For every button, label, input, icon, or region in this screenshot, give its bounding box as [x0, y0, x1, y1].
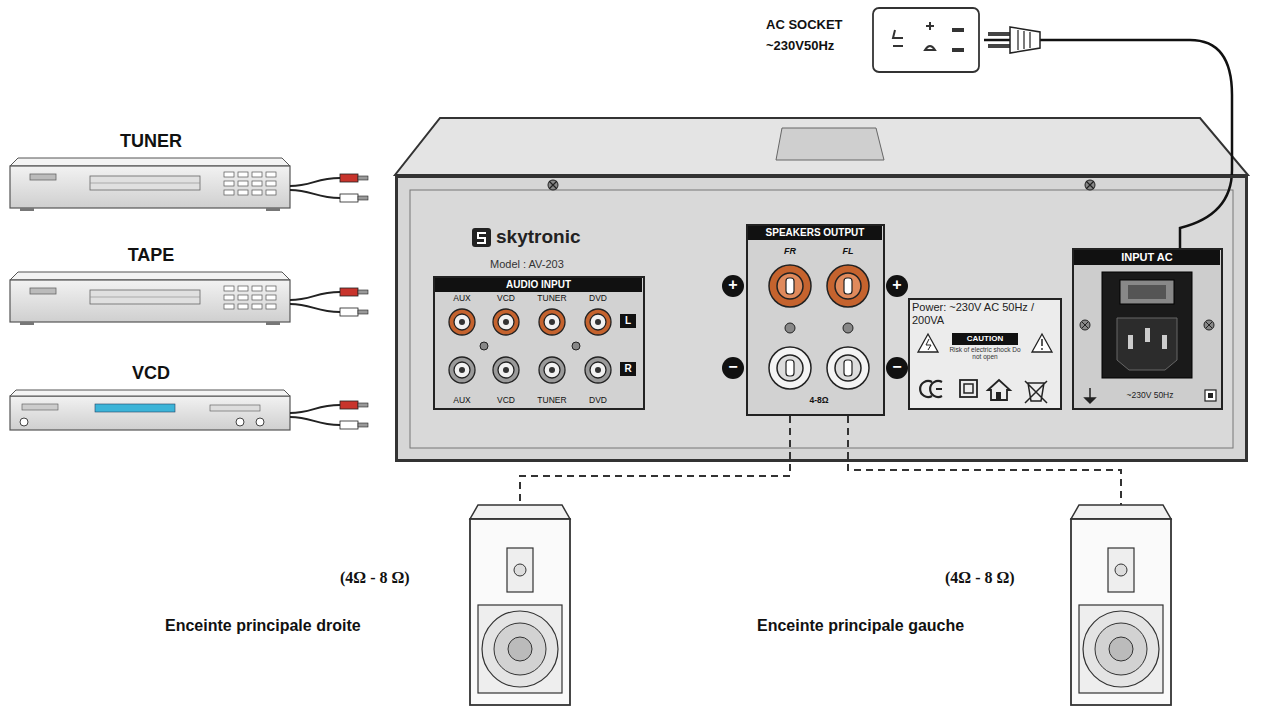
power-inlet: INPUT AC ~230V 50Hz — [1072, 248, 1223, 410]
speaker-label: Enceinte principale gauche — [757, 616, 964, 635]
caution-label: CAUTION — [952, 333, 1018, 345]
power-plug — [988, 27, 1040, 53]
panel-header: AUDIO INPUT — [435, 278, 642, 292]
polarity-mark: + — [723, 275, 743, 295]
device-label: TUNER — [10, 131, 292, 153]
socket-label: AC SOCKET ~230V50Hz — [766, 14, 866, 57]
speaker-box: (4Ω - 8 Ω) Enceinte principale droite — [160, 505, 575, 710]
impedance-label: (4Ω - 8 Ω) — [945, 568, 1015, 587]
device-label: VCD — [10, 363, 292, 385]
channel-label: FR — [770, 246, 810, 257]
input-panel: AUDIO INPUTAUXVCDTUNERDVDLAUXVCDTUNERDVD… — [433, 276, 645, 410]
caution-note: Risk of electric shock Do not open — [948, 346, 1022, 360]
speaker-box: (4Ω - 8 Ω) Enceinte principale gauche — [750, 505, 1175, 710]
jack-label: DVD — [581, 293, 615, 303]
power-cord — [984, 40, 1232, 248]
polarity-mark: − — [887, 357, 907, 377]
jack-label: AUX — [445, 395, 479, 405]
power-rating: Power: ~230V AC 50Hz / 200VA — [912, 301, 1058, 326]
channel-label: FL — [828, 246, 868, 257]
jack-label: VCD — [489, 395, 523, 405]
output-panel: SPEAKERS OUTPUT FR FL 4-8Ω — [746, 224, 885, 416]
device-box: TUNER — [10, 128, 295, 220]
panel-header: INPUT AC — [1074, 250, 1220, 265]
jack-label: TUNER — [530, 395, 574, 405]
voltage-label: ~230V 50Hz — [1100, 390, 1200, 400]
polarity-mark: + — [887, 275, 907, 295]
model-label: Model : AV-203 — [490, 258, 564, 271]
device-label: TAPE — [10, 245, 292, 267]
device-box: VCD — [10, 360, 295, 434]
jack-label: AUX — [445, 293, 479, 303]
channel-label: L — [620, 314, 636, 328]
device-box: TAPE — [10, 242, 295, 334]
power-socket: AC SOCKET ~230V50Hz — [762, 6, 984, 76]
panel-header: SPEAKERS OUTPUT — [748, 226, 882, 240]
impedance-label: 4-8Ω — [789, 395, 849, 405]
amplifier-panel: skytronicModel : AV-203AUDIO INPUTAUXVCD… — [395, 175, 1248, 462]
rating-plate: Power: ~230V AC 50Hz / 200VA CAUTIONRisk … — [908, 298, 1062, 410]
speaker-label: Enceinte principale droite — [165, 616, 361, 635]
jack-label: VCD — [489, 293, 523, 303]
impedance-label: (4Ω - 8 Ω) — [340, 568, 410, 587]
channel-label: R — [620, 362, 636, 376]
jack-label: TUNER — [530, 293, 574, 303]
brand-name: skytronic — [496, 226, 580, 249]
jack-label: DVD — [581, 395, 615, 405]
polarity-mark: − — [723, 357, 743, 377]
